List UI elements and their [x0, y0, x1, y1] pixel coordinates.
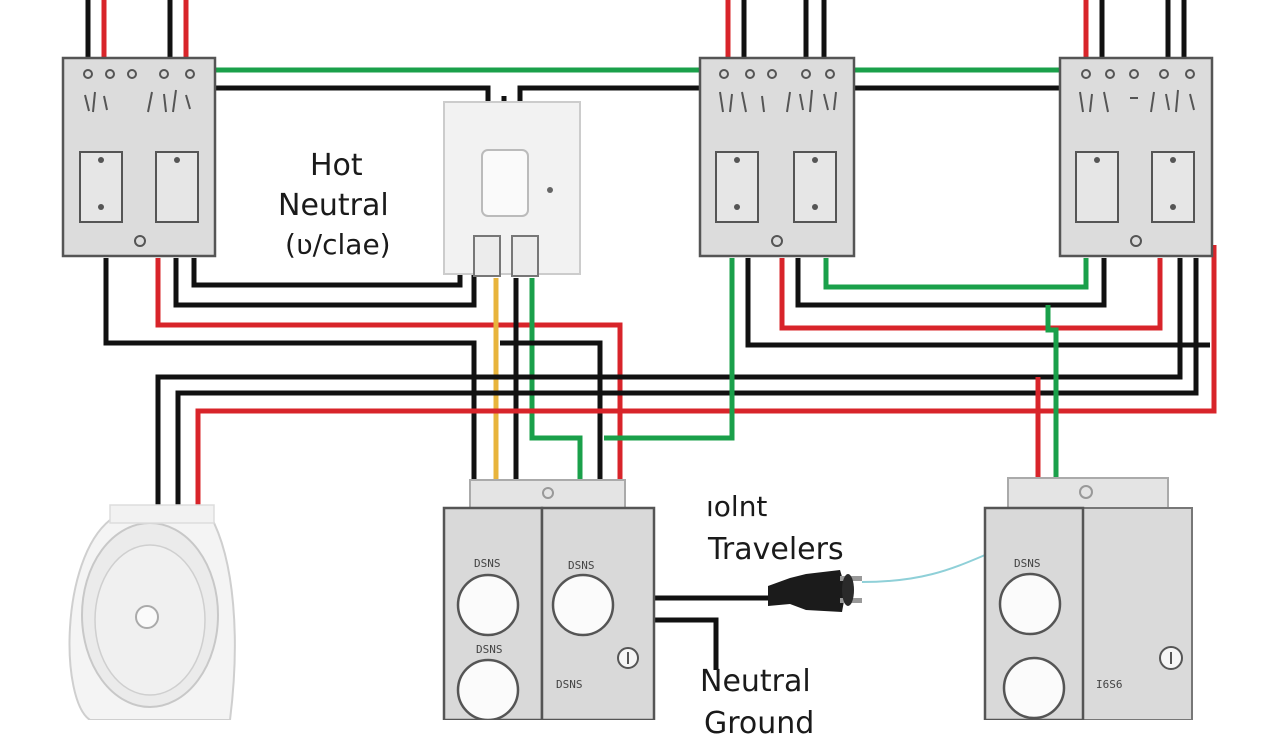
outlet-code-mid-side: DSNS [556, 678, 583, 691]
label-iolnt: ıolnt [706, 490, 768, 523]
outlet-right [983, 477, 1193, 720]
light-switch [443, 101, 581, 277]
outlet-code-right-side: I6S6 [1096, 678, 1123, 691]
ceiling-fixture [68, 504, 236, 720]
panel-right [1058, 56, 1214, 258]
outlet-code-left-top: DSNS [474, 557, 501, 570]
thin-cable [861, 554, 986, 583]
outlet-code-left-bottom: DSNS [476, 643, 503, 656]
wires-routing [103, 222, 1217, 670]
label-neutral-top: Neutral [278, 188, 389, 223]
outlet-code-mid-top: DSNS [568, 559, 595, 572]
outlet-code-right-top: DSNS [1014, 557, 1041, 570]
label-neutral-bottom: Neutral [700, 664, 811, 699]
label-ground-top: (ʋ/clae) [285, 228, 391, 261]
wiring-diagram [61, 0, 1217, 720]
wires-top-bus [214, 67, 1060, 150]
plug-icon [768, 570, 862, 612]
label-travelers: Travelers [708, 532, 844, 567]
label-hot: Hot [310, 148, 363, 183]
outlet-middle [442, 479, 656, 720]
panel-middle [698, 56, 856, 258]
panel-left [61, 56, 217, 258]
wires-top-entry [85, 0, 1187, 60]
label-ground-bottom: Ground [704, 706, 815, 741]
